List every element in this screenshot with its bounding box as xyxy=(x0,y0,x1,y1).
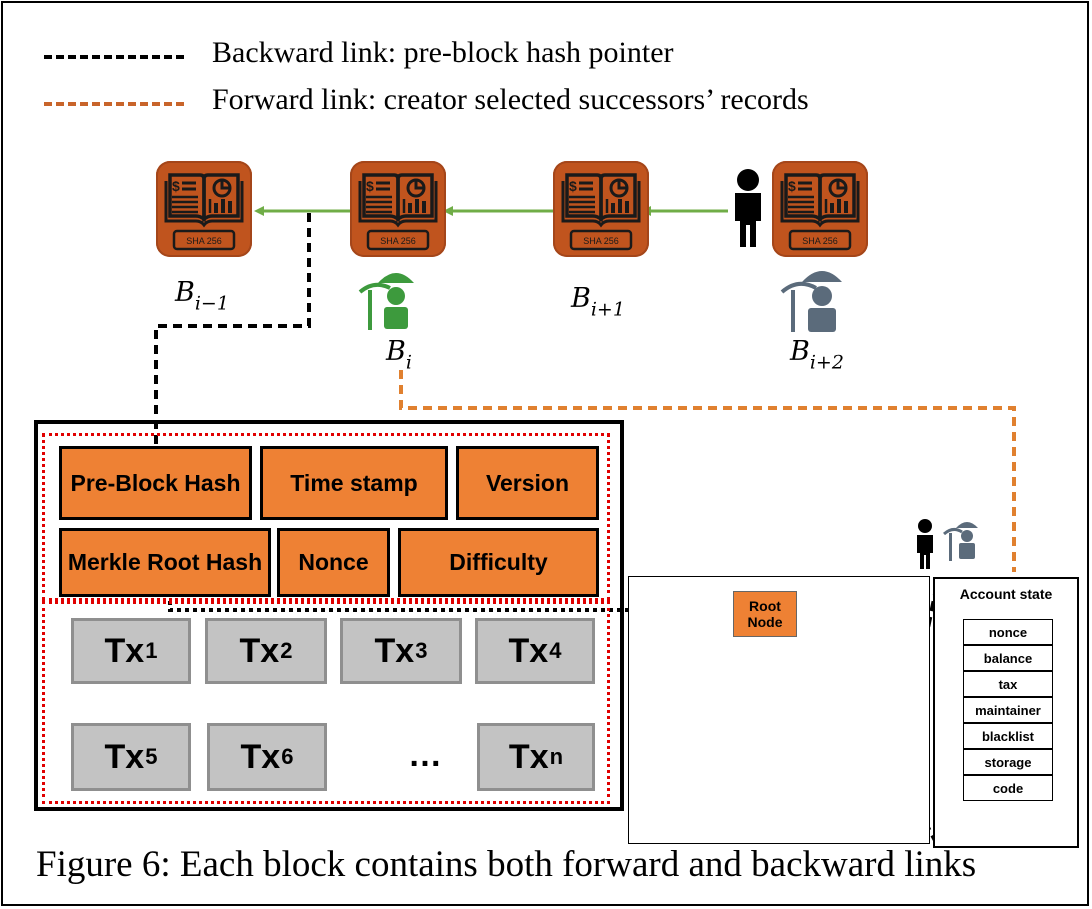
legend-backward-label: Backward link: pre-block hash pointer xyxy=(212,36,674,69)
svg-text:$: $ xyxy=(788,178,796,194)
tx-ellipsis: … xyxy=(408,736,442,774)
account-field-maintainer: maintainer xyxy=(963,697,1053,723)
block-label-b-i-plus-2: Bi+2 xyxy=(790,336,844,374)
account-field-nonce: nonce xyxy=(963,619,1053,645)
nonce-field: Nonce xyxy=(277,528,390,597)
svg-text:SHA 256: SHA 256 xyxy=(380,236,416,246)
svg-text:SHA 256: SHA 256 xyxy=(802,236,838,246)
account-field-tax: tax xyxy=(963,671,1053,697)
block-icon-b-i: $ SHA 256 xyxy=(350,161,446,257)
block-structure xyxy=(34,420,624,811)
time-stamp-field: Time stamp xyxy=(260,446,448,520)
block-label-b-i-minus-1: Bi−1 xyxy=(175,277,229,315)
merkle-root-node: Root Node xyxy=(733,591,797,637)
account-field-blacklist: blacklist xyxy=(963,723,1053,749)
svg-text:SHA 256: SHA 256 xyxy=(583,236,619,246)
svg-text:$: $ xyxy=(366,178,374,194)
ledger-book-icon: $ SHA 256 xyxy=(561,173,641,251)
version-field: Version xyxy=(456,446,599,520)
block-label-b-i-plus-1: Bi+1 xyxy=(571,283,625,321)
account-field-balance: balance xyxy=(963,645,1053,671)
merkle-to-root-arrow xyxy=(168,601,732,617)
difficulty-field: Difficulty xyxy=(398,528,599,597)
block-icon-b-i-plus-1: $ SHA 256 xyxy=(553,161,649,257)
block-label-b-i: Bi xyxy=(386,336,412,374)
ledger-book-icon: $ SHA 256 xyxy=(164,173,244,251)
user-icon xyxy=(735,169,761,247)
figure-caption: Figure 6: Each block contains both forwa… xyxy=(36,844,977,885)
ledger-book-icon: $ SHA 256 xyxy=(780,173,860,251)
block-icon-b-i-plus-2: $ SHA 256 xyxy=(772,161,868,257)
account-field-storage: storage xyxy=(963,749,1053,775)
ledger-book-icon: $ SHA 256 xyxy=(358,173,438,251)
forward-link-path xyxy=(399,370,1016,572)
account-field-code: code xyxy=(963,775,1053,801)
miner-icon xyxy=(780,271,842,332)
miner-icon xyxy=(943,522,978,561)
pre-block-hash-field: Pre-Block Hash xyxy=(59,446,252,520)
svg-text:$: $ xyxy=(569,178,577,194)
user-icon xyxy=(917,519,933,569)
legend-forward-line xyxy=(44,102,184,106)
merkle-root-hash-field: Merkle Root Hash xyxy=(59,528,271,597)
block-body-region xyxy=(42,601,610,804)
legend-backward-line xyxy=(44,55,184,59)
svg-text:$: $ xyxy=(172,178,180,194)
miner-icon xyxy=(358,273,414,330)
svg-text:SHA 256: SHA 256 xyxy=(186,236,222,246)
legend-forward-label: Forward link: creator selected successor… xyxy=(212,83,809,116)
block-icon-b-i-minus-1: $ SHA 256 xyxy=(156,161,252,257)
account-state-title: Account state xyxy=(959,586,1053,602)
block-header-region xyxy=(42,433,610,601)
